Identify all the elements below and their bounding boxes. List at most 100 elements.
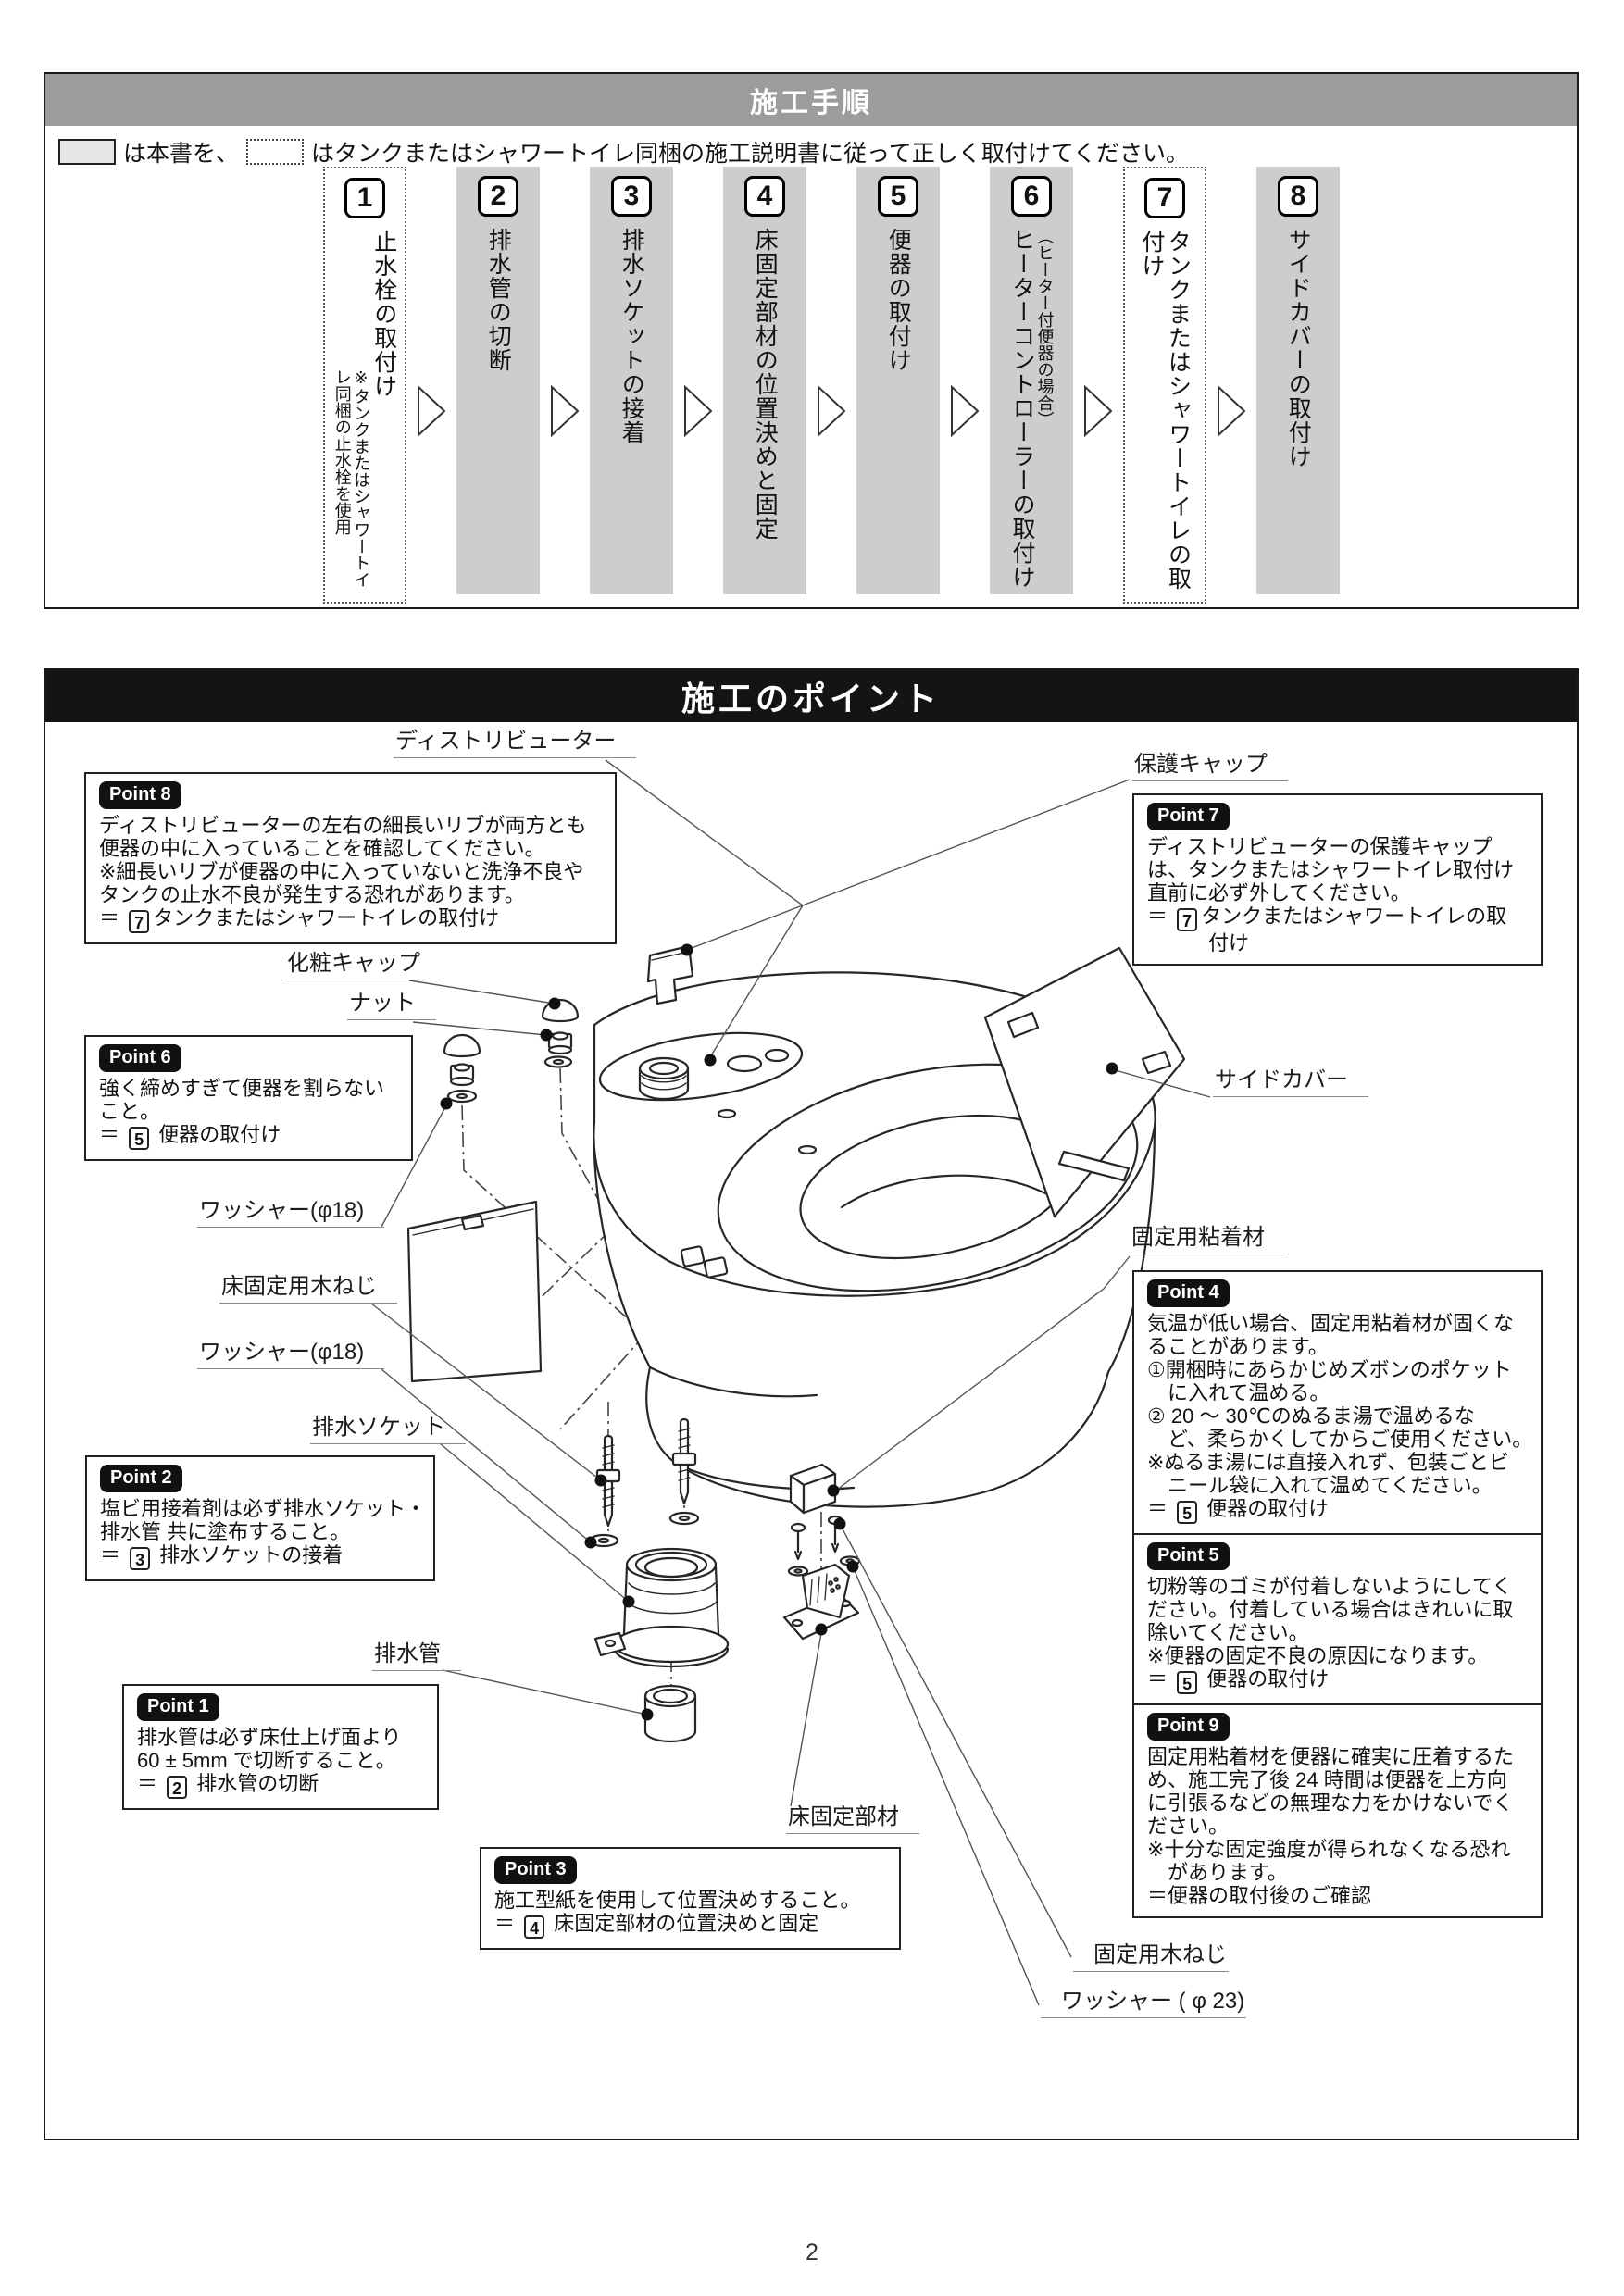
step-text: 床固定部材の位置決めと固定: [752, 227, 779, 594]
step-ref-box: 5: [1177, 1671, 1198, 1694]
step-number-badge: 5: [878, 176, 918, 217]
point-text-line: 固定用粘着材を便器に確実に圧着するた: [1147, 1745, 1515, 1768]
step-label: 止水栓の取付け: [370, 230, 397, 398]
point-9-section: Point 9 固定用粘着材を便器に確実に圧着するため、施工完了後 24 時間は…: [1134, 1703, 1541, 1916]
point-text-line: ＝便器の取付後のご確認: [1147, 1884, 1372, 1907]
point-4-text: 気温が低い場合、固定用粘着材が固くなることがあります。①開梱時にあらかじめズボン…: [1147, 1312, 1533, 1524]
step-number-badge: 4: [744, 176, 785, 217]
step-text: 排水管の切断: [485, 227, 512, 594]
point-3-text: 施工型紙を使用して位置決めすること。＝ 4 床固定部材の位置決めと固定: [494, 1889, 886, 1939]
point-2-box: Point 2 塩ビ用接着剤は必ず排水ソケット・排水管 共に塗布すること。＝ 3…: [85, 1455, 435, 1581]
step-arrow-icon: [806, 167, 856, 594]
legend-dotted-text: はタンクまたはシャワートイレ同梱の施工説明書に従って正しく取付けてください。: [311, 141, 1190, 167]
point-text-line: ディストリビューターの保護キャップ: [1147, 835, 1493, 858]
label-floor-fixing-part: 床固定部材: [786, 1804, 919, 1834]
step-label: 排水ソケットの接着: [618, 227, 645, 444]
left-cover-panel-drawing: [406, 1200, 543, 1383]
cap-nut-washer-stacks: [443, 998, 580, 1104]
floor-screws-drawing: [588, 1417, 700, 1548]
step-ref-box: 5: [129, 1127, 150, 1150]
label-kesho-cap: 化粧キャップ: [285, 951, 441, 980]
floor-fixing-part-drawing: [782, 1563, 860, 1641]
point-4-badge: Point 4: [1147, 1279, 1230, 1307]
adhesive-block-drawing: [789, 1463, 837, 1515]
step-text: タンクまたはシャワートイレの取付け: [1139, 230, 1192, 598]
label-floor-wood-screw: 床固定用木ねじ: [219, 1274, 397, 1304]
procedure-title-bar: 施工手順: [45, 74, 1577, 126]
step-label: 床固定部材の位置決めと固定: [752, 227, 779, 541]
step-arrow-icon: [540, 167, 590, 594]
step-arrow-icon: [1073, 167, 1123, 594]
point-7-box: Point 7 ディストリビューターの保護キャップは、タンクまたはシャワートイレ…: [1132, 793, 1543, 966]
drain-socket-drawing: [593, 1547, 730, 1668]
point-7-text: ディストリビューターの保護キャップは、タンクまたはシャワートイレ取付け直前に必ず…: [1147, 835, 1528, 955]
label-protect-cap: 保護キャップ: [1132, 752, 1288, 781]
point-text-line: 直前に必ず外してください。: [1147, 881, 1411, 905]
point-text-line: 便器の中に入っていることを確認してください。: [99, 837, 545, 860]
step-arrow-icon: [406, 167, 456, 594]
points-title: 施工のポイント: [681, 680, 941, 718]
step-arrow-icon: [940, 167, 990, 594]
point-2-text: 塩ビ用接着剤は必ず排水ソケット・排水管 共に塗布すること。＝ 3 排水ソケットの…: [100, 1497, 426, 1570]
step-ref-box: 2: [167, 1776, 188, 1799]
legend-row: は本書を、 はタンクまたはシャワートイレ同梱の施工説明書に従って正しく取付けてく…: [58, 135, 1189, 168]
leader-lines: [370, 759, 1211, 2006]
point-6-text: 強く締めすぎて便器を割らないこと。＝ 5 便器の取付け: [99, 1077, 398, 1150]
label-drain-pipe: 排水管: [372, 1641, 461, 1671]
exploded-toilet-diagram: [370, 759, 1211, 2006]
point-4-section: Point 4 気温が低い場合、固定用粘着材が固くなることがあります。①開梱時に…: [1134, 1272, 1541, 1533]
legend-solid-box: [58, 139, 116, 165]
point-text-line: ※十分な固定強度が得られなくなる恐れ: [1147, 1838, 1511, 1861]
step-ref-box: 7: [129, 910, 150, 933]
label-nut: ナット: [347, 991, 436, 1020]
point-text-line: ど、柔らかくしてからご使用ください。: [1147, 1428, 1533, 1451]
point-text-line: タンクの止水不良が発生する恐れがあります。: [99, 883, 525, 906]
step-text: 排水ソケットの接着: [618, 227, 645, 594]
point-text-line: ※ぬるま湯には直接入れず、包装ごとビ: [1147, 1451, 1509, 1474]
point-8-badge: Point 8: [99, 781, 181, 809]
step-note: ※タンクまたはシャワートイレ同梱の止水栓を使用: [332, 368, 371, 588]
label-fixing-wood-screw: 固定用木ねじ: [1073, 1942, 1229, 1972]
point-text-line: ださい。付着している場合はきれいに取: [1147, 1598, 1514, 1621]
page-number: 2: [806, 2240, 818, 2265]
point-text-line: ＝ 2 排水管の切断: [137, 1772, 319, 1799]
step-arrow-icon: [673, 167, 723, 594]
procedure-title: 施工手順: [750, 88, 872, 119]
step-label: ヒーターコントローラーの取付け: [1008, 227, 1035, 589]
step-number-badge: 3: [611, 176, 652, 217]
protect-cap-drawing: [646, 944, 694, 1005]
point-text-line: ＝ 3 排水ソケットの接着: [100, 1543, 344, 1570]
label-adhesive: 固定用粘着材: [1130, 1225, 1285, 1254]
step-arrow-icon: [1206, 167, 1256, 594]
point-text-line: ださい。: [1147, 1815, 1230, 1838]
point-6-badge: Point 6: [99, 1044, 181, 1072]
procedure-step-6: 6 （ヒーター付便器の場合）ヒーターコントローラーの取付け: [990, 167, 1073, 594]
point-text-line: ② 20 ～ 30℃のぬるま湯で温めるな: [1147, 1404, 1475, 1428]
procedure-step-3: 3 排水ソケットの接着: [590, 167, 673, 594]
point-text-line: 排水管は必ず床仕上げ面より: [137, 1726, 402, 1749]
step-number-badge: 6: [1011, 176, 1052, 217]
point-text-line: 気温が低い場合、固定用粘着材が固くな: [1147, 1312, 1515, 1335]
point-text-line: ※細長いリブが便器の中に入っていないと洗浄不良や: [99, 860, 584, 883]
step-text: （ヒーター付便器の場合）ヒーターコントローラーの取付け: [1008, 227, 1055, 594]
step-number-badge: 8: [1278, 176, 1318, 217]
step-label: 便器の取付け: [885, 227, 912, 372]
procedure-step-4: 4 床固定部材の位置決めと固定: [723, 167, 806, 594]
step-label: 排水管の切断: [485, 227, 512, 372]
points-title-bar: 施工のポイント: [45, 670, 1577, 722]
point-6-box: Point 6 強く締めすぎて便器を割らないこと。＝ 5 便器の取付け: [84, 1035, 413, 1161]
points-section: 施工のポイント: [44, 668, 1579, 2140]
point-text-line: 排水管 共に塗布すること。: [100, 1520, 351, 1543]
procedure-section: 施工手順 は本書を、 はタンクまたはシャワートイレ同梱の施工説明書に従って正しく…: [44, 72, 1579, 609]
point-text-line: 施工型紙を使用して位置決めすること。: [494, 1889, 861, 1912]
point-9-badge: Point 9: [1147, 1713, 1230, 1741]
point-text-line: 除いてください。: [1147, 1621, 1309, 1644]
point-4-5-9-box: Point 4 気温が低い場合、固定用粘着材が固くなることがあります。①開梱時に…: [1132, 1270, 1543, 1918]
step-text: 止水栓の取付け※タンクまたはシャワートイレ同梱の止水栓を使用: [332, 230, 397, 598]
